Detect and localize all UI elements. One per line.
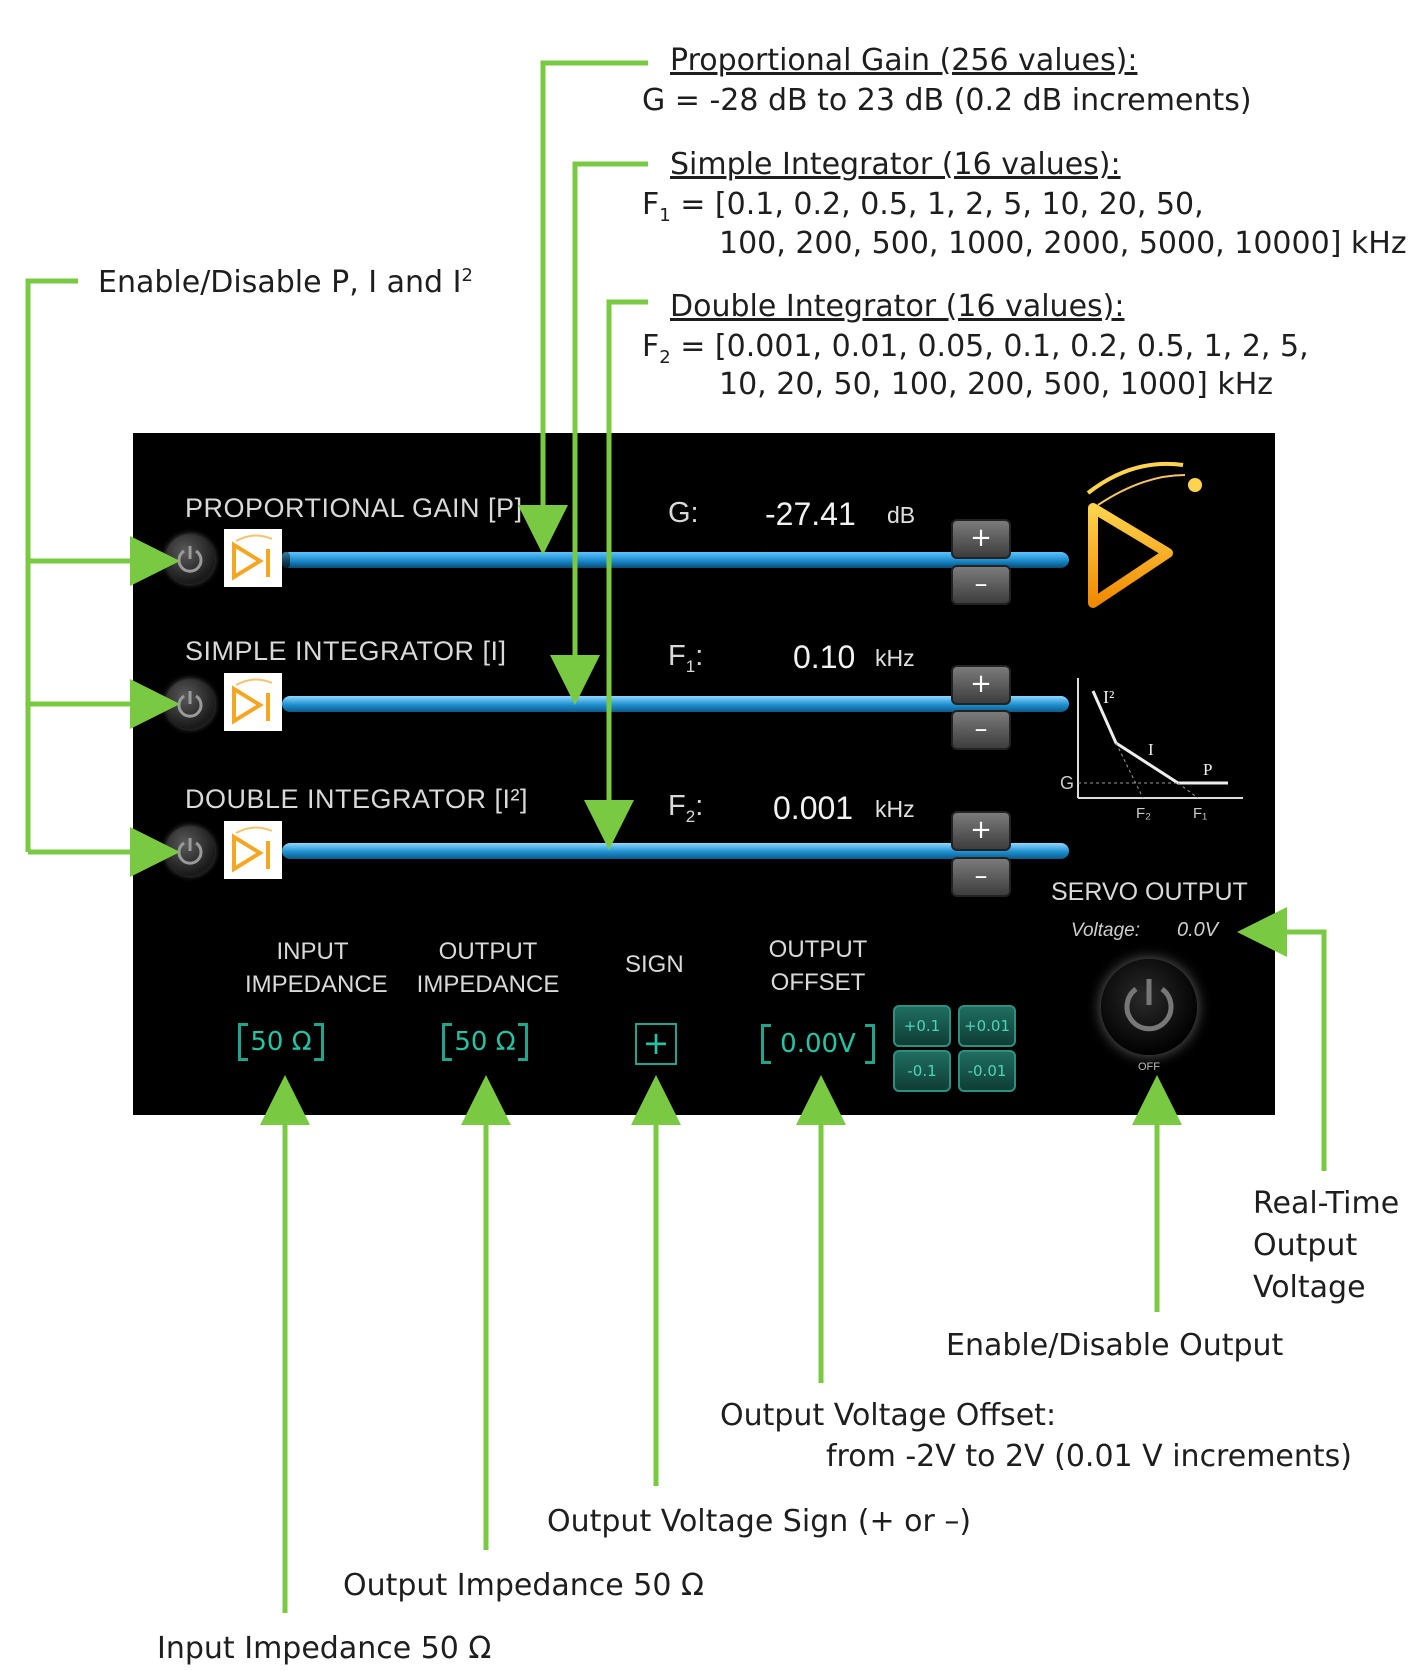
- voltage-label: Voltage:: [1071, 920, 1141, 941]
- simple-integrator-values-line2: 100, 200, 500, 1000, 2000, 5000, 10000] …: [719, 226, 1407, 261]
- f1-decrease-button[interactable]: –: [951, 710, 1011, 750]
- f2-decrease-button[interactable]: –: [951, 857, 1011, 897]
- simple-integrator-label: SIMPLE INTEGRATOR [I]: [185, 636, 507, 666]
- double-integrator-enable-power-icon[interactable]: [165, 826, 215, 876]
- di-logo-icon: [224, 821, 282, 879]
- proportional-gain-heading: Proportional Gain (256 values):: [670, 43, 1138, 78]
- di-logo-icon: [224, 529, 282, 587]
- f1-variable-label: F1:: [668, 640, 704, 676]
- graph-p-label: P: [1203, 760, 1212, 779]
- gain-value: -27.41: [765, 496, 856, 532]
- f2-increase-button[interactable]: +: [951, 811, 1011, 851]
- output-voltage-offset-range: from -2V to 2V (0.01 V increments): [826, 1439, 1352, 1474]
- pid-response-graph: I² I P G F₂ F₁: [1060, 678, 1243, 822]
- proportional-gain-range: G = -28 dB to 23 dB (0.2 dB increments): [642, 83, 1252, 118]
- simple-integrator-values-line1: F1 = [0.1, 0.2, 0.5, 1, 2, 5, 10, 20, 50…: [642, 187, 1204, 226]
- output-impedance-value[interactable]: 50 Ω: [442, 1023, 528, 1061]
- graph-i2-label: I²: [1103, 687, 1114, 707]
- enable-disable-pi-annotation: Enable/Disable P, I and I2: [98, 265, 473, 300]
- di-logo-icon: [224, 673, 282, 731]
- gain-increase-button[interactable]: +: [951, 519, 1011, 559]
- output-voltage-offset-annotation: Output Voltage Offset:: [720, 1398, 1057, 1433]
- graph-f2-label: F₂: [1136, 805, 1151, 822]
- servo-output-power-button[interactable]: [1101, 959, 1197, 1055]
- f2-variable-label: F2:: [668, 790, 704, 826]
- proportional-gain-slider[interactable]: [282, 552, 1069, 568]
- f1-value: 0.10: [793, 639, 856, 675]
- simple-integrator-heading: Simple Integrator (16 values):: [670, 147, 1121, 182]
- offset-plus-0.1-button[interactable]: +0.1: [893, 1005, 951, 1047]
- proportional-enable-power-icon[interactable]: [165, 534, 215, 584]
- double-integrator-label: DOUBLE INTEGRATOR [I²]: [185, 784, 529, 814]
- power-icon: [1124, 979, 1174, 1032]
- simple-integrator-slider[interactable]: [282, 696, 1069, 712]
- graph-i-label: I: [1148, 740, 1154, 759]
- double-integrator-heading: Double Integrator (16 values):: [670, 289, 1125, 324]
- gain-unit: dB: [887, 502, 916, 528]
- servo-control-panel: PROPORTIONAL GAIN [P] G: -27.41 dB + – S…: [133, 433, 1275, 1115]
- offset-minus-0.1-button[interactable]: -0.1: [893, 1050, 951, 1092]
- output-offset-value[interactable]: 0.00V: [761, 1024, 875, 1064]
- graph-g-label: G: [1060, 773, 1074, 793]
- output-voltage-sign-annotation: Output Voltage Sign (+ or –): [547, 1504, 972, 1539]
- double-integrator-values-line1: F2 = [0.001, 0.01, 0.05, 0.1, 0.2, 0.5, …: [642, 329, 1309, 368]
- offset-minus-0.01-button[interactable]: -0.01: [958, 1050, 1016, 1092]
- input-impedance-value[interactable]: 50 Ω: [238, 1023, 324, 1061]
- off-label: OFF: [1138, 1061, 1160, 1073]
- gain-decrease-button[interactable]: –: [951, 565, 1011, 605]
- input-impedance-annotation: Input Impedance 50 Ω: [157, 1631, 492, 1666]
- offset-plus-0.01-button[interactable]: +0.01: [958, 1005, 1016, 1047]
- sign-toggle[interactable]: +: [635, 1023, 677, 1065]
- sign-label: SIGN: [625, 951, 684, 978]
- f1-increase-button[interactable]: +: [951, 665, 1011, 705]
- voltage-value: 0.0V: [1177, 919, 1219, 941]
- double-integrator-slider[interactable]: [282, 843, 1069, 859]
- proportional-gain-label: PROPORTIONAL GAIN [P]: [185, 493, 523, 523]
- f2-value: 0.001: [773, 790, 854, 826]
- simple-integrator-enable-power-icon[interactable]: [165, 679, 215, 729]
- f1-unit: kHz: [875, 645, 915, 671]
- f2-unit: kHz: [875, 796, 915, 822]
- proportional-gain-slider-fill: [282, 552, 290, 568]
- servo-output-label: SERVO OUTPUT: [1051, 878, 1248, 906]
- di-brand-logo: [1073, 453, 1223, 613]
- enable-disable-output-annotation: Enable/Disable Output: [946, 1328, 1284, 1363]
- double-integrator-values-line2: 10, 20, 50, 100, 200, 500, 1000] kHz: [719, 367, 1274, 402]
- graph-f1-label: F₁: [1193, 805, 1207, 822]
- output-impedance-annotation: Output Impedance 50 Ω: [343, 1568, 704, 1603]
- gain-variable-label: G:: [668, 497, 699, 529]
